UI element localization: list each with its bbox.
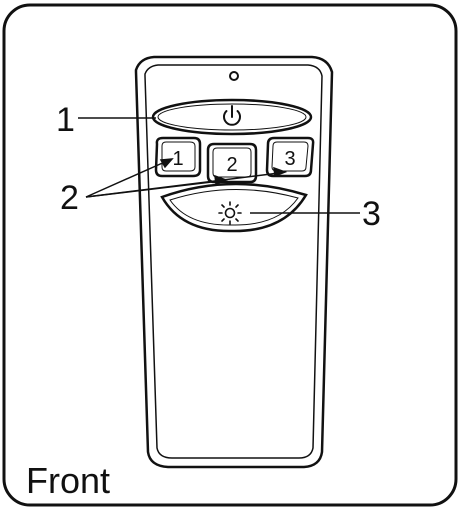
speed-2-label: 2	[226, 154, 237, 176]
speed-1-button[interactable]: 1	[156, 138, 200, 176]
callout-label-light: 3	[362, 195, 381, 233]
callout-label-power: 1	[56, 101, 75, 139]
diagram-frame	[4, 5, 456, 505]
speed-3-label: 3	[284, 148, 295, 170]
callout-label-speed: 2	[60, 179, 79, 217]
indicator-led	[230, 72, 238, 80]
light-button[interactable]	[162, 184, 306, 231]
view-caption: Front	[26, 460, 110, 501]
speed-1-label: 1	[172, 148, 183, 170]
power-button[interactable]	[153, 100, 311, 134]
